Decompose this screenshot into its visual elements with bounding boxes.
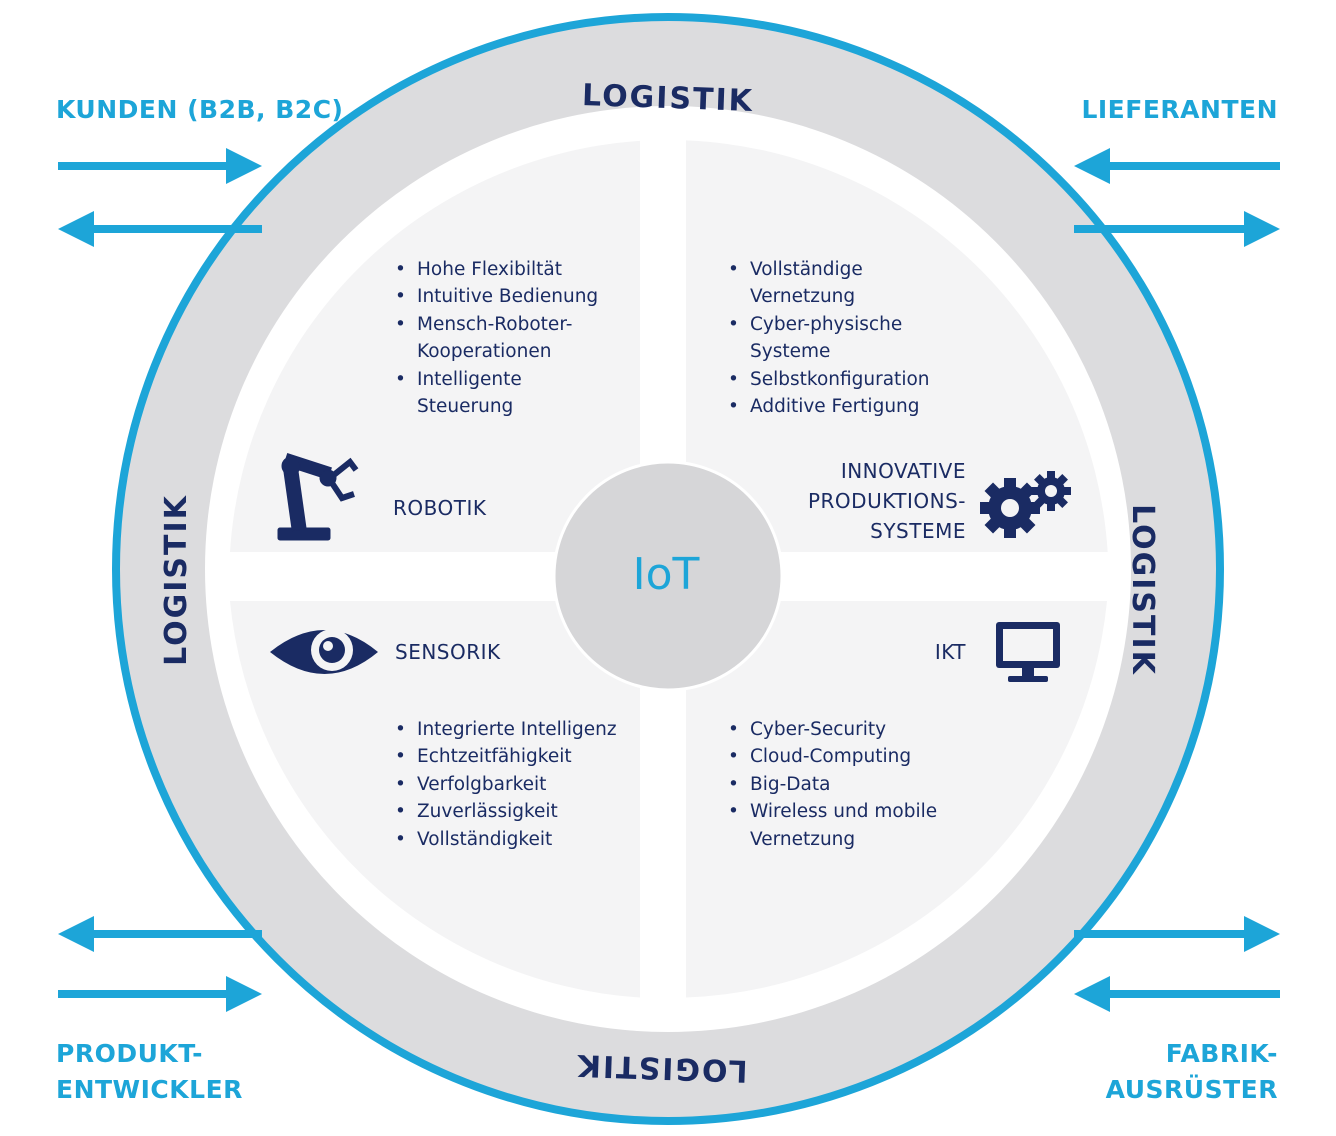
list-item: Additive Fertigung (728, 393, 968, 421)
list-item: Integrierte Intelligenz (395, 716, 655, 744)
eye-icon (270, 629, 378, 674)
robot-arm-icon (277, 453, 359, 541)
list-item: Hohe Flexibiltät (395, 256, 635, 284)
iot-hub (552, 460, 784, 692)
list-item: Vollständigkeit (395, 826, 655, 854)
ikt-feature-list: Cyber-SecurityCloud-ComputingBig-DataWir… (728, 716, 968, 853)
logistik-label-left: LOGISTIK (159, 494, 194, 666)
list-item: Intuitive Bedienung (395, 283, 635, 311)
ikt-title: IKT (934, 640, 966, 664)
innovative-title: INNOVATIVE PRODUKTIONS- SYSTEME (807, 459, 966, 543)
arrows-produktentwickler (58, 916, 262, 1012)
list-item: Zuverlässigkeit (395, 798, 655, 826)
list-item: Verfolgbarkeit (395, 771, 655, 799)
innovative-feature-list: VollständigeVernetzungCyber-physischeSys… (728, 256, 968, 421)
list-item: Mensch-Roboter-Kooperationen (395, 311, 635, 366)
iot-center-label: IoT (632, 549, 700, 600)
robotik-feature-list: Hohe FlexibiltätIntuitive BedienungMensc… (395, 256, 635, 420)
list-item: Cyber-Security (728, 716, 968, 744)
arrows-lieferanten (1074, 148, 1280, 247)
gears-icon (980, 471, 1071, 538)
list-item: Cloud-Computing (728, 743, 968, 771)
arrows-fabrikausruester (1074, 916, 1280, 1012)
label-lieferanten: LIEFERANTEN (1081, 95, 1278, 124)
list-item: Selbstkonfiguration (728, 366, 968, 394)
label-produktentwickler: PRODUKT- ENTWICKLER (56, 1039, 243, 1104)
sensorik-feature-list: Integrierte IntelligenzEchtzeitfähigkeit… (395, 716, 655, 853)
label-fabrikausruester: FABRIK- AUSRÜSTER (1105, 1039, 1278, 1104)
logistik-label-right: LOGISTIK (1125, 504, 1160, 676)
list-item: Echtzeitfähigkeit (395, 743, 655, 771)
monitor-icon (996, 622, 1060, 682)
list-item: Big-Data (728, 771, 968, 799)
arrows-kunden (58, 148, 262, 247)
sensorik-title: SENSORIK (395, 640, 501, 664)
robotik-title: ROBOTIK (393, 496, 487, 520)
logistik-label-bottom: LOGISTIK (575, 1047, 748, 1088)
label-kunden: KUNDEN (B2B, B2C) (56, 95, 344, 124)
logistik-label-top: LOGISTIK (582, 78, 755, 119)
